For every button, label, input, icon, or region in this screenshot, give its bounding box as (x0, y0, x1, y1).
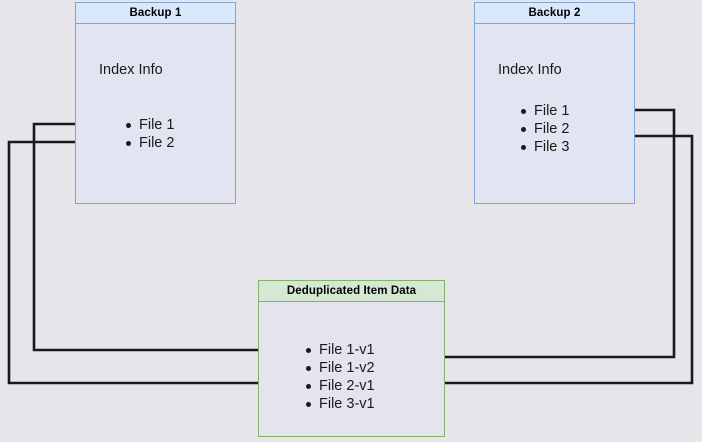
backup-1-box[interactable]: Backup 1 Index Info File 1 File 2 (75, 2, 236, 204)
backup-1-file-item[interactable]: File 2 (124, 134, 174, 152)
backup-2-body: Index Info File 1 File 2 File 3 (475, 24, 634, 203)
backup-1-index-label: Index Info (99, 62, 163, 78)
dedup-file-item[interactable]: File 1-v1 (304, 341, 375, 359)
backup-2-box[interactable]: Backup 2 Index Info File 1 File 2 File 3 (474, 2, 635, 204)
backup-2-header: Backup 2 (475, 3, 634, 24)
backup-1-file-item[interactable]: File 1 (124, 116, 174, 134)
backup-1-body: Index Info File 1 File 2 (76, 24, 235, 203)
backup-2-file-item[interactable]: File 2 (519, 120, 569, 138)
dedup-file-item[interactable]: File 3-v1 (304, 395, 375, 413)
deduplicated-item-data-box[interactable]: Deduplicated Item Data File 1-v1 File 1-… (258, 280, 445, 437)
dedup-file-item[interactable]: File 1-v2 (304, 359, 375, 377)
dedup-file-item[interactable]: File 2-v1 (304, 377, 375, 395)
deduplicated-item-data-body: File 1-v1 File 1-v2 File 2-v1 File 3-v1 (259, 303, 444, 436)
backup-2-index-label: Index Info (498, 62, 562, 78)
backup-2-file-item[interactable]: File 1 (519, 102, 569, 120)
backup-2-file-item[interactable]: File 3 (519, 138, 569, 156)
backup-1-header: Backup 1 (76, 3, 235, 24)
backup-2-file-list: File 1 File 2 File 3 (519, 102, 569, 156)
deduplicated-item-data-header: Deduplicated Item Data (259, 281, 444, 302)
backup-1-file-list: File 1 File 2 (124, 116, 174, 152)
dedup-file-list: File 1-v1 File 1-v2 File 2-v1 File 3-v1 (304, 341, 375, 413)
